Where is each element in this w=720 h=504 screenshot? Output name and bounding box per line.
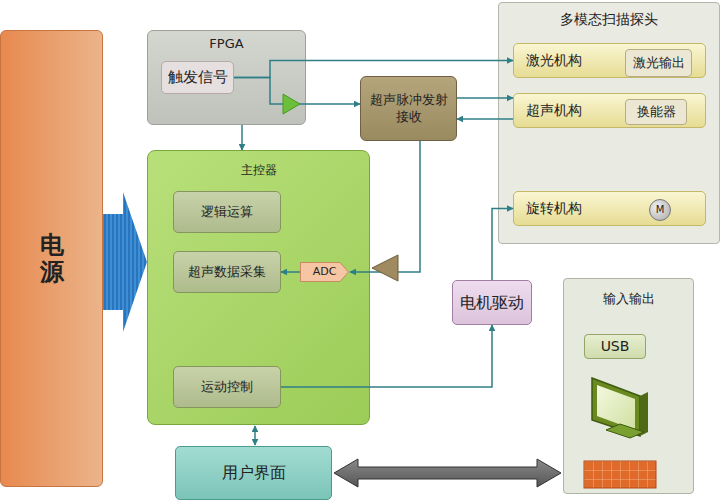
bus-arrow bbox=[334, 459, 561, 487]
power-block: 电源 bbox=[0, 30, 103, 487]
mechanism-box: 旋转机构 M bbox=[513, 191, 706, 226]
node-label: 主控器 bbox=[241, 163, 277, 178]
function-box: 超声数据采集 bbox=[173, 251, 281, 293]
amplifier-symbol bbox=[283, 94, 300, 114]
monitor-icon bbox=[592, 378, 648, 438]
signal-connector bbox=[350, 141, 420, 272]
keyboard-icon bbox=[584, 461, 656, 488]
mechanism-box: 超声机构 换能器 bbox=[513, 93, 706, 128]
node-label: FPGA bbox=[209, 36, 243, 52]
node-label: 超声数据采集 bbox=[188, 264, 266, 280]
fpga-block: FPGA 触发信号 bbox=[147, 30, 306, 125]
controller-block: 主控器逻辑运算超声数据采集 ADC 运动控制 bbox=[147, 150, 370, 425]
ui-box: 用户界面 bbox=[175, 446, 332, 500]
vertical-label: 电源 bbox=[40, 232, 64, 285]
probe-group: 多模态扫描探头激光机构 激光输出超声机构 换能器旋转机构 M bbox=[498, 2, 720, 244]
signal-connector bbox=[492, 209, 513, 281]
function-box: 逻辑运算 bbox=[173, 191, 281, 233]
node-label: 超声机构 bbox=[526, 102, 582, 120]
signal-connector bbox=[241, 125, 243, 150]
part-box: 激光输出 bbox=[625, 49, 692, 77]
node-label: M bbox=[656, 204, 665, 217]
node-label: 换能器 bbox=[637, 104, 676, 120]
node-label: 电机驱动 bbox=[460, 293, 524, 313]
node-label: 输入输出 bbox=[603, 291, 655, 307]
amplifier-symbol bbox=[372, 255, 398, 281]
node-label: 激光输出 bbox=[633, 55, 685, 71]
power-arrow bbox=[103, 192, 147, 332]
node-label: USB bbox=[601, 338, 630, 356]
signal-connector bbox=[457, 97, 513, 99]
node-label: 超声脉冲发射接收 bbox=[366, 92, 451, 125]
function-box: 运动控制 bbox=[173, 366, 281, 408]
node-label: 运动控制 bbox=[201, 379, 253, 395]
node-label: 多模态扫描探头 bbox=[560, 11, 658, 29]
signal-connector bbox=[281, 271, 300, 273]
adc-block: ADC bbox=[300, 262, 349, 282]
signal-connector bbox=[234, 78, 360, 105]
signal-connector bbox=[281, 325, 492, 387]
signal-box: 触发信号 bbox=[161, 61, 234, 94]
signal-connector bbox=[254, 426, 256, 445]
mechanism-box: 激光机构 激光输出 bbox=[513, 43, 706, 78]
signal-connector bbox=[457, 118, 513, 120]
io-group: 输入输出 USB bbox=[563, 278, 694, 494]
node-label: 旋转机构 bbox=[526, 200, 582, 218]
node-label: ADC bbox=[313, 265, 337, 279]
part-box: 换能器 bbox=[625, 99, 687, 125]
node-label: 激光机构 bbox=[526, 52, 582, 70]
node-label: 触发信号 bbox=[168, 68, 228, 87]
driver-box: 电机驱动 bbox=[452, 280, 532, 325]
node-label: 逻辑运算 bbox=[201, 204, 253, 220]
signal-connector bbox=[234, 61, 513, 78]
motor-symbol: M bbox=[649, 199, 671, 221]
transceiver-box: 超声脉冲发射接收 bbox=[360, 76, 457, 141]
usb-box: USB bbox=[584, 334, 646, 359]
node-label: 用户界面 bbox=[222, 463, 286, 483]
